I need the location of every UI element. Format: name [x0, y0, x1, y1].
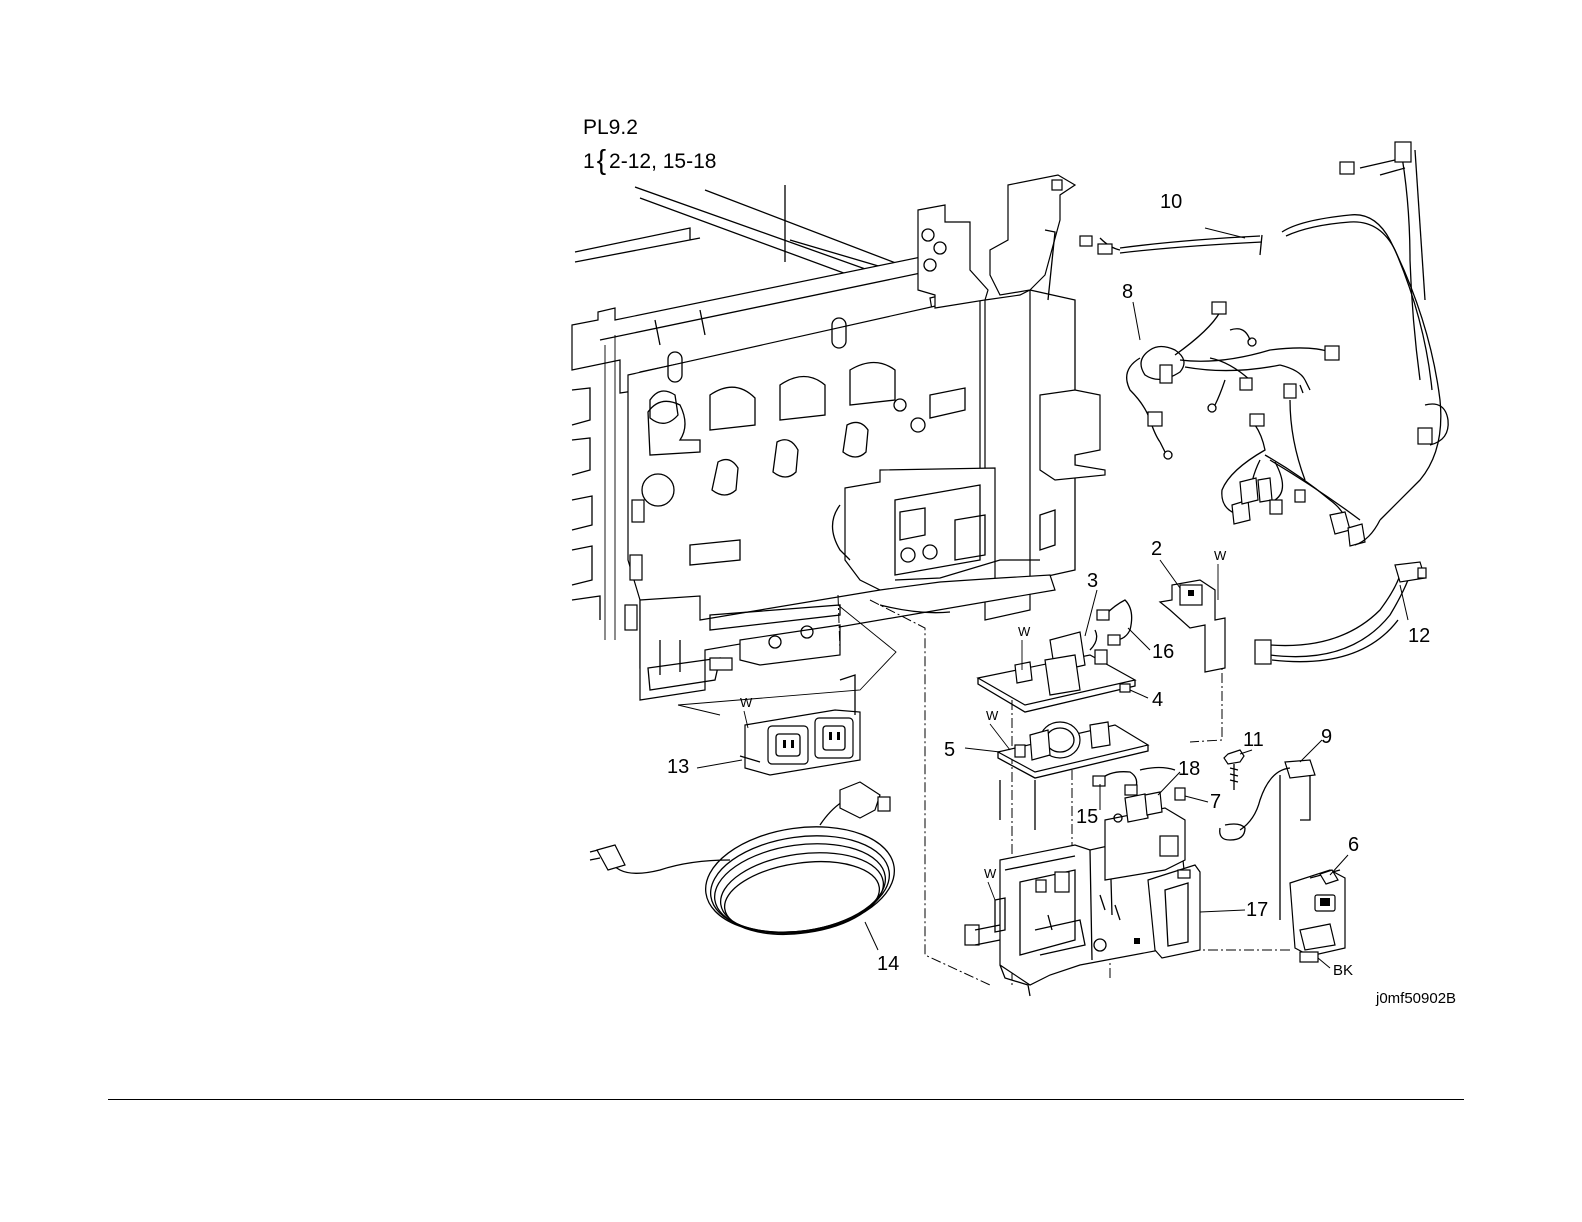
callout-5: 5: [944, 739, 955, 761]
harness-16: [1097, 600, 1132, 645]
callout-4: 4: [1152, 689, 1163, 711]
part-4: [1120, 684, 1130, 692]
w-marker-inlet: W: [740, 695, 753, 710]
callout-3: 3: [1087, 570, 1098, 592]
harness-10: [1080, 142, 1448, 546]
w-marker-pwb3: W: [1018, 624, 1031, 639]
callout-11: 11: [1243, 729, 1264, 751]
part-7: [1175, 788, 1185, 800]
callout-10: 10: [1160, 191, 1182, 213]
callout-8: 8: [1122, 281, 1133, 303]
screw-11: [1224, 750, 1244, 790]
w-marker-pwb5: W: [986, 708, 999, 723]
figure-id: j0mf50902B: [1375, 990, 1456, 1007]
callout-7: 7: [1210, 791, 1221, 813]
callout-6: 6: [1348, 834, 1359, 856]
pwb-5: [998, 722, 1148, 778]
noise-filter-6: [1290, 870, 1345, 962]
callout-12: 12: [1408, 625, 1430, 647]
w-marker-bracket: W: [1214, 548, 1227, 563]
callout-14: 14: [877, 953, 899, 975]
callout-9: 9: [1321, 726, 1332, 748]
callout-18: 18: [1178, 758, 1200, 780]
footer-rule: [108, 1099, 1464, 1100]
callout-17: 17: [1246, 899, 1268, 921]
harness-8: [1127, 302, 1339, 459]
w-marker-chassis: W: [984, 866, 997, 881]
bk-marker: BK: [1333, 962, 1353, 979]
callout-16: 16: [1152, 641, 1174, 663]
callout-15: 15: [1076, 806, 1098, 828]
harness-12: [1255, 562, 1426, 664]
callout-2: 2: [1151, 538, 1162, 560]
callout-13: 13: [667, 756, 689, 778]
power-cord-14: [590, 782, 901, 945]
bracket-17: [1148, 865, 1200, 958]
